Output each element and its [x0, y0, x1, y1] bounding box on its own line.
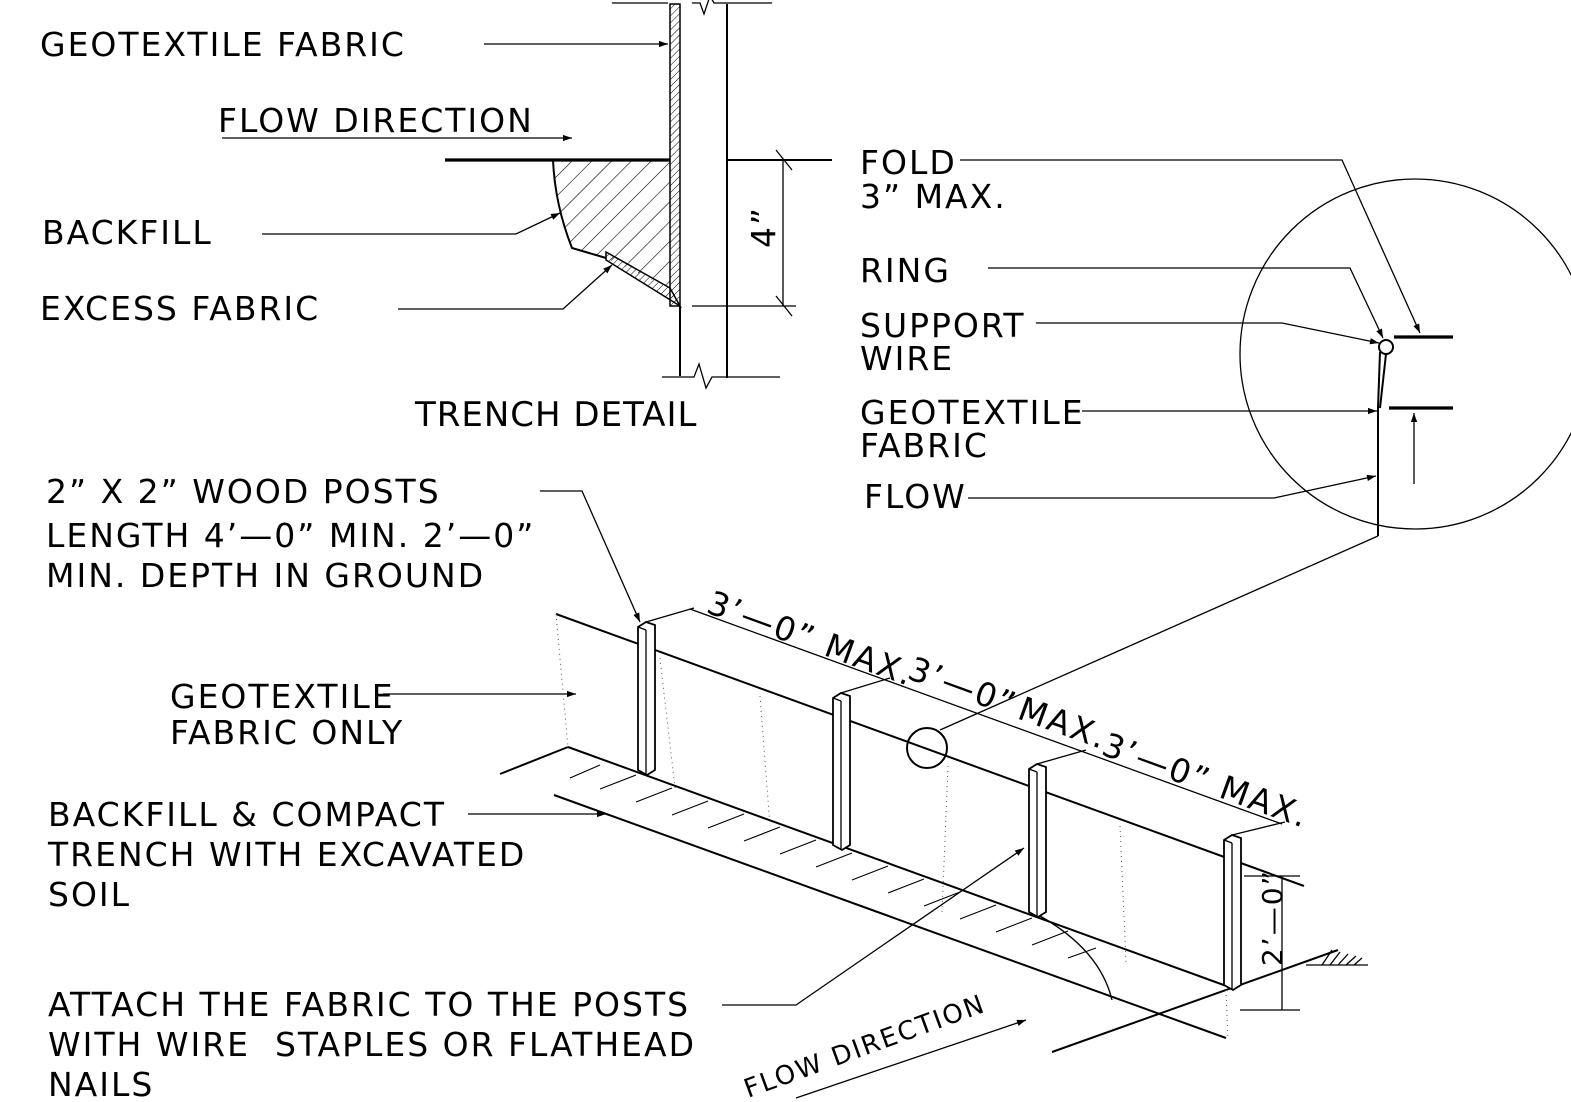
backfill-note-line-1: BACKFILL & COMPACT [48, 795, 446, 834]
depth-dimension-text: 4” [744, 206, 783, 248]
fold-detail: FOLD 3” MAX. RING SUPPORT WIRE GEOTEXTIL… [860, 143, 1571, 731]
spacing-label-4: 3’—0” MAX. [1097, 725, 1314, 836]
wire-label: WIRE [860, 339, 954, 378]
ring-leader [988, 267, 1384, 339]
spacing-dimension-line [689, 608, 1283, 825]
flow-direction-label: FLOW DIRECTION [218, 101, 534, 140]
height-dimension-text: 2’—0” [1256, 869, 1289, 966]
fabric-top-line [555, 613, 1305, 887]
spacing-label-1: 3’—0” MAX. [702, 583, 919, 694]
trench-front-edge [553, 794, 1227, 1039]
support-wire-leader [1036, 322, 1380, 345]
fold-max-label: 3” MAX. [860, 177, 1007, 216]
top-break-line [612, 0, 772, 16]
fabric-strip [669, 3, 681, 307]
fabric-only-line-1: GEOTEXTILE [170, 677, 395, 716]
backfill-hatch [553, 160, 670, 288]
posts-note-line-3: MIN. DEPTH IN GROUND [46, 556, 485, 595]
backfill-leader [262, 212, 561, 235]
fabric-vertical [1377, 351, 1381, 536]
posts-note-line-2: LENGTH 4’—0” MIN. 2’—0” [46, 516, 535, 555]
detail-connector-line [939, 535, 1379, 731]
ground-right-line [1051, 949, 1339, 1053]
detail-reference-circle [906, 727, 948, 769]
backfill-note-line-2: TRENCH WITH EXCAVATED [47, 835, 526, 874]
excess-fabric-strip [605, 250, 683, 309]
post-3 [1028, 763, 1047, 919]
attach-fabric-leader [722, 847, 1025, 1006]
depth-tick-top [775, 149, 793, 171]
trench-wall [552, 159, 607, 259]
spacing-ext-4 [1231, 821, 1286, 836]
fabric-label: FABRIC [860, 426, 989, 465]
excess-fabric-label: EXCESS FABRIC [40, 289, 320, 328]
post-4 [1223, 834, 1242, 992]
trench-end-curve [1039, 915, 1113, 1001]
excess-fabric-leader [398, 264, 613, 310]
flow-label: FLOW [864, 477, 967, 516]
spacing-ext-2 [840, 677, 891, 694]
ground-left-stub [499, 746, 569, 775]
attach-note-line-2: WITH WIRE STAPLES OR FLATHEAD [48, 1025, 696, 1064]
fold-leader [960, 159, 1421, 334]
post-2 [832, 692, 851, 852]
ring-circle [1378, 339, 1394, 355]
trench-hatch [569, 764, 1113, 1001]
trench-detail-title: TRENCH DETAIL [414, 395, 697, 435]
geotextile-label: GEOTEXTILE [860, 393, 1085, 432]
flow-leader [968, 474, 1377, 499]
fold-line [1379, 353, 1387, 409]
geotextile-fabric-label: GEOTEXTILE FABRIC [40, 25, 406, 64]
ground-symbol-hatch [1321, 949, 1363, 966]
attach-note-line-1: ATTACH THE FABRIC TO THE POSTS [48, 985, 690, 1024]
buried-post-lines [555, 613, 1229, 1041]
backfill-label: BACKFILL [42, 213, 213, 252]
fabric-only-line-2: FABRIC ONLY [170, 713, 404, 752]
spacing-label-3: MAX. [1013, 689, 1113, 757]
flow-direction-arrow [795, 1019, 1027, 1099]
bottom-break-line [662, 361, 780, 390]
detail-circle [1239, 178, 1571, 530]
spacing-label-2: 3’—0” [903, 649, 1022, 724]
spacing-ext-3 [1036, 749, 1087, 765]
fence-isometric-view: 3’—0” MAX. 3’—0” MAX. 3’—0” MAX. 2’—0” F… [46, 472, 1368, 1102]
fabric-bottom-line [567, 746, 1233, 989]
backfill-note-line-3: SOIL [48, 875, 131, 914]
posts-note-line-1: 2” X 2” WOOD POSTS [46, 472, 441, 511]
spacing-ext-1 [645, 607, 695, 623]
posts-leader [540, 490, 641, 623]
attach-note-line-3: NAILS [48, 1065, 154, 1102]
fold-label: FOLD [860, 143, 957, 182]
ring-label: RING [860, 251, 951, 290]
trench-detail: 4” GEOTEXTILE FABRIC FLOW DIRECTION BACK… [40, 0, 832, 435]
support-label: SUPPORT [860, 306, 1026, 345]
post-1 [637, 621, 656, 777]
